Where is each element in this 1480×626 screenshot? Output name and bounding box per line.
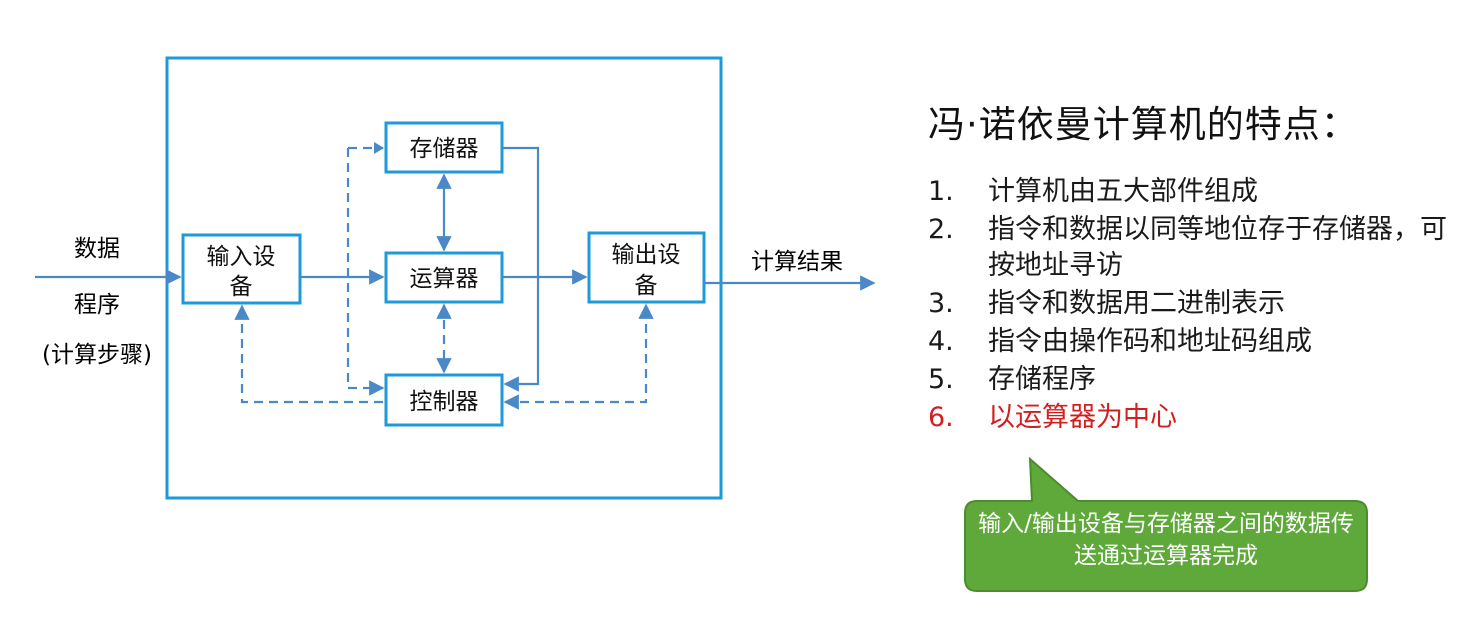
feature-number: 3. [928, 288, 954, 319]
control-signal-arrows [234, 146, 654, 410]
feature-item-2: 2. 指令和数据以同等地位存于存储器，可按地址寻访 [928, 212, 1468, 284]
feature-item-3: 3. 指令和数据用二进制表示 [928, 286, 1468, 322]
callout-bubble [964, 456, 1368, 592]
feature-text: 指令由操作码和地址码组成 [988, 326, 1312, 357]
alu-box: 运算器 [384, 251, 504, 304]
signal-control-to-output [503, 303, 654, 410]
features-title: 冯·诺依曼计算机的特点： [928, 103, 1359, 146]
feature-item-1: 1. 计算机由五大部件组成 [928, 174, 1468, 210]
feature-text: 指令和数据以同等地位存于存储器，可按地址寻访 [988, 214, 1447, 281]
memory-box: 存储器 [384, 121, 504, 174]
feature-item-6: 6. 以运算器为中心 [928, 400, 1468, 436]
arrow-memory-to-control [502, 146, 540, 392]
feature-number: 5. [928, 364, 954, 395]
feature-number: 6. [928, 402, 954, 433]
feature-number: 4. [928, 326, 954, 357]
label-result: 计算结果 [751, 249, 843, 275]
feature-item-4: 4. 指令由操作码和地址码组成 [928, 324, 1468, 360]
input-device-label-line1: 输入设 [207, 244, 276, 270]
feature-text: 以运算器为中心 [988, 402, 1177, 433]
feature-number: 1. [928, 176, 954, 207]
output-device-box: 输出设 备 [587, 231, 706, 304]
feature-list: 1. 计算机由五大部件组成 2. 指令和数据以同等地位存于存储器，可按地址寻访 … [928, 174, 1468, 438]
output-device-label-line1: 输出设 [612, 242, 681, 268]
feature-text: 存储程序 [988, 364, 1096, 395]
control-label: 控制器 [410, 389, 479, 415]
label-program: 程序 [74, 292, 120, 318]
input-device-box: 输入设 备 [181, 233, 302, 305]
input-device-label-line2: 备 [230, 274, 253, 300]
label-data: 数据 [74, 236, 120, 262]
control-box: 控制器 [384, 373, 504, 427]
label-steps: (计算步骤) [42, 342, 152, 368]
alu-label: 运算器 [410, 266, 479, 292]
feature-text: 计算机由五大部件组成 [988, 176, 1258, 207]
feature-item-5: 5. 存储程序 [928, 362, 1468, 398]
signal-control-to-input [234, 304, 383, 404]
memory-label: 存储器 [410, 136, 479, 162]
feature-number: 2. [928, 214, 954, 245]
callout-text: 输入/输出设备与存储器之间的数据传送通过运算器完成 [978, 511, 1354, 569]
output-device-label-line2: 备 [635, 273, 658, 299]
feature-text: 指令和数据用二进制表示 [988, 288, 1285, 319]
